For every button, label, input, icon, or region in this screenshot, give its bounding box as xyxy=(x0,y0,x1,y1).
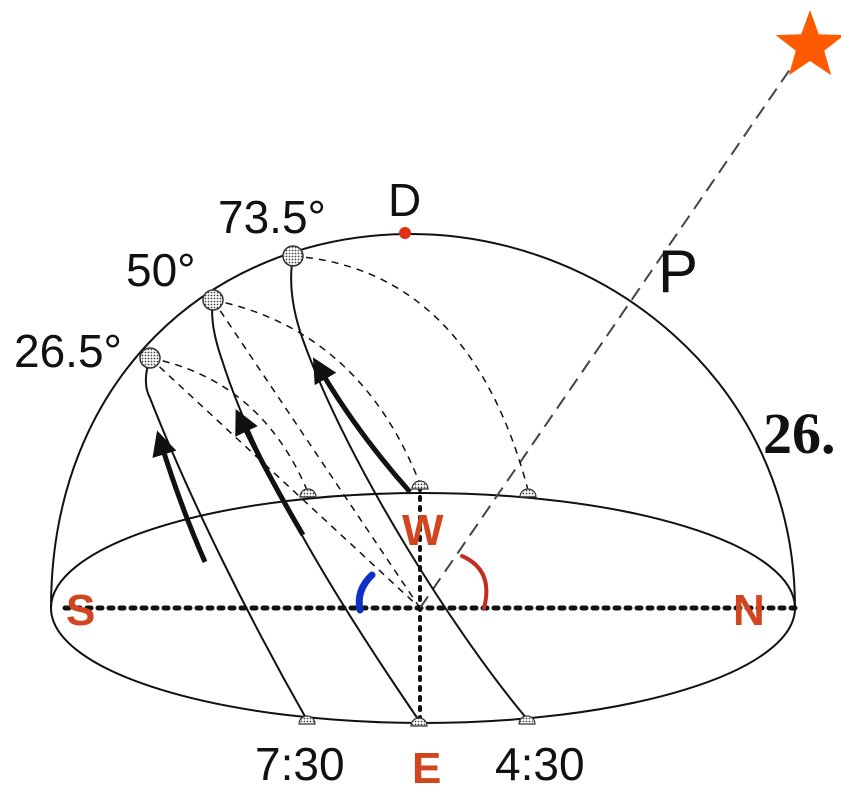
angle-label-high: 73.5° xyxy=(218,191,326,243)
sun-path-high xyxy=(290,255,529,721)
polar-axis-line xyxy=(419,61,796,609)
horizon-markers xyxy=(298,480,537,727)
zenith-label: D xyxy=(388,174,421,226)
horizon-marker-icon xyxy=(410,717,428,727)
sun-paths-visible xyxy=(144,255,529,723)
sun-path-hidden-low xyxy=(149,357,308,491)
horizon-marker-icon xyxy=(298,715,316,725)
angle-label-mid: 50° xyxy=(126,244,196,296)
horizon-marker-icon xyxy=(411,480,429,490)
horizon-marker-icon xyxy=(519,488,537,498)
latitude-angle-arc-red xyxy=(460,554,489,610)
sun-path-hidden-high xyxy=(292,255,529,491)
sun-path-hidden-mid xyxy=(212,299,421,485)
sun-path-low xyxy=(144,357,308,721)
hour-line-mid xyxy=(212,299,421,609)
sun-markers xyxy=(139,245,304,369)
horizon-marker-icon xyxy=(518,715,536,725)
south-label: S xyxy=(66,586,95,635)
direction-arrows xyxy=(152,357,412,564)
west-label: W xyxy=(402,506,444,555)
angle-label-low: 26.5° xyxy=(14,325,122,377)
sun-marker-icon xyxy=(202,289,224,311)
horizon-marker-icon xyxy=(299,488,317,498)
sun-marker-icon xyxy=(282,245,304,267)
arrow-high xyxy=(312,357,412,494)
zenith-dot xyxy=(399,227,411,239)
hour-line-low xyxy=(149,357,421,609)
sun-paths-hidden xyxy=(149,255,529,609)
time-label-left: 7:30 xyxy=(255,738,345,785)
question-number: 26. xyxy=(763,401,836,466)
latitude-angle-arc-blue xyxy=(355,571,376,614)
time-label-right: 4:30 xyxy=(495,738,585,785)
sun-marker-icon xyxy=(139,347,161,369)
north-label: N xyxy=(733,586,765,635)
arrow-low xyxy=(152,430,208,564)
east-label: E xyxy=(412,744,441,785)
arrow-mid xyxy=(235,408,306,537)
star-line-label: P xyxy=(658,238,698,305)
star-icon xyxy=(775,10,841,76)
